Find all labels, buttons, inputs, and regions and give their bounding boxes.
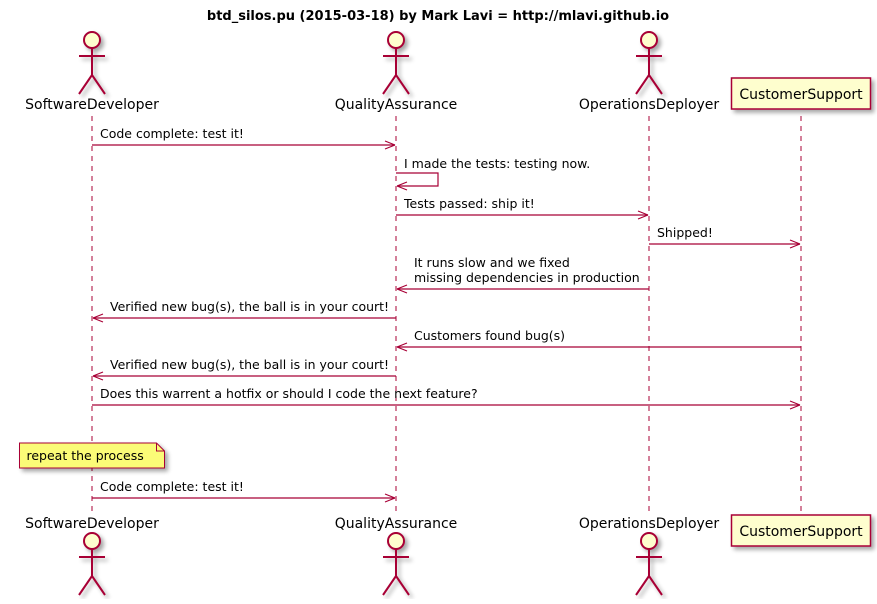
message-2: I made the tests: testing now. bbox=[396, 156, 590, 191]
note: repeat the process bbox=[19, 442, 165, 469]
actor-left-leg bbox=[635, 74, 650, 95]
message-label: I made the tests: testing now. bbox=[404, 156, 590, 171]
message-8: Verified new bug(s), the ball is in your… bbox=[92, 357, 396, 381]
message-label: Tests passed: ship it! bbox=[403, 196, 535, 211]
participant-label-ops: OperationsDeployer bbox=[579, 516, 720, 532]
message-3: Tests passed: ship it! bbox=[396, 196, 649, 220]
actor-head bbox=[387, 532, 405, 550]
actor-right-leg bbox=[91, 74, 106, 95]
arrowhead-upper bbox=[92, 371, 104, 377]
arrowhead-upper bbox=[384, 493, 396, 499]
actor-right-leg bbox=[395, 74, 410, 95]
note-text: repeat the process bbox=[27, 448, 144, 463]
note-fold bbox=[156, 443, 165, 452]
actor-head bbox=[640, 31, 658, 49]
message-label: Code complete: test it! bbox=[100, 126, 244, 141]
actor-figure-icon bbox=[382, 532, 410, 596]
arrowhead-upper bbox=[396, 284, 408, 290]
participant-cs-top: CustomerSupport bbox=[730, 77, 872, 110]
arrowhead-lower bbox=[789, 404, 801, 410]
participant-label-cs: CustomerSupport bbox=[739, 87, 863, 103]
participant-label-qa: QualityAssurance bbox=[335, 516, 458, 532]
arrowhead-upper bbox=[637, 210, 649, 216]
arrowhead-upper bbox=[92, 313, 104, 319]
message-10: Code complete: test it! bbox=[92, 479, 396, 503]
participant-label-dev: SoftwareDeveloper bbox=[25, 97, 159, 113]
participant-label-cs: CustomerSupport bbox=[739, 524, 863, 540]
arrowhead-lower bbox=[396, 185, 408, 191]
message-1: Code complete: test it! bbox=[92, 126, 396, 150]
actor-right-leg bbox=[395, 575, 410, 596]
actor-head bbox=[83, 532, 101, 550]
message-9: Does this warrent a hotfix or should I c… bbox=[92, 386, 801, 410]
message-label: missing dependencies in production bbox=[414, 270, 640, 285]
arrowhead-upper bbox=[789, 400, 801, 406]
actor-figure-icon bbox=[635, 532, 663, 596]
actor-figure-icon bbox=[78, 31, 106, 95]
actor-left-leg bbox=[382, 575, 397, 596]
actor-head bbox=[83, 31, 101, 49]
arrowhead-upper bbox=[396, 181, 408, 187]
actor-dev-bottom: SoftwareDeveloper bbox=[25, 516, 159, 596]
actor-dev-top: SoftwareDeveloper bbox=[25, 31, 159, 113]
participant-box bbox=[730, 514, 872, 547]
message-7: Customers found bug(s) bbox=[396, 328, 801, 352]
message-label: It runs slow and we fixed bbox=[414, 255, 570, 270]
actor-ops-top: OperationsDeployer bbox=[579, 31, 720, 113]
participant-box bbox=[730, 77, 872, 110]
actor-head bbox=[640, 532, 658, 550]
actor-right-leg bbox=[648, 74, 663, 95]
actor-qa-bottom: QualityAssurance bbox=[335, 516, 458, 596]
diagram-title: btd_silos.pu (2015-03-18) by Mark Lavi =… bbox=[207, 9, 669, 24]
arrowhead-lower bbox=[92, 375, 104, 381]
actor-right-leg bbox=[648, 575, 663, 596]
note-box bbox=[19, 442, 165, 469]
arrowhead-lower bbox=[92, 317, 104, 323]
arrowhead-lower bbox=[637, 214, 649, 220]
message-label: Does this warrent a hotfix or should I c… bbox=[100, 386, 478, 401]
arrowhead-upper bbox=[396, 342, 408, 348]
actor-left-leg bbox=[635, 575, 650, 596]
message-self-loop bbox=[396, 172, 439, 187]
actor-head bbox=[387, 31, 405, 49]
participant-label-ops: OperationsDeployer bbox=[579, 97, 720, 113]
actor-figure-icon bbox=[635, 31, 663, 95]
arrowhead-lower bbox=[396, 346, 408, 352]
actor-figure-icon bbox=[382, 31, 410, 95]
actor-qa-top: QualityAssurance bbox=[335, 31, 458, 113]
message-4: Shipped! bbox=[649, 225, 801, 249]
arrowhead-lower bbox=[789, 243, 801, 249]
arrowhead-lower bbox=[384, 497, 396, 503]
actor-left-leg bbox=[78, 575, 93, 596]
message-label: Verified new bug(s), the ball is in your… bbox=[110, 357, 389, 372]
message-label: Shipped! bbox=[657, 225, 713, 240]
actor-right-leg bbox=[91, 575, 106, 596]
actor-left-leg bbox=[382, 74, 397, 95]
actor-ops-bottom: OperationsDeployer bbox=[579, 516, 720, 596]
participant-label-dev: SoftwareDeveloper bbox=[25, 516, 159, 532]
participant-cs-bottom: CustomerSupport bbox=[730, 514, 872, 547]
participant-label-qa: QualityAssurance bbox=[335, 97, 458, 113]
arrowhead-upper bbox=[384, 140, 396, 146]
message-label: Verified new bug(s), the ball is in your… bbox=[110, 299, 389, 314]
message-label: Code complete: test it! bbox=[100, 479, 244, 494]
actor-figure-icon bbox=[78, 532, 106, 596]
message-6: Verified new bug(s), the ball is in your… bbox=[92, 299, 396, 323]
arrowhead-lower bbox=[384, 144, 396, 150]
arrowhead-lower bbox=[396, 288, 408, 294]
message-label: Customers found bug(s) bbox=[414, 328, 565, 343]
arrowhead-upper bbox=[789, 239, 801, 245]
actor-left-leg bbox=[78, 74, 93, 95]
